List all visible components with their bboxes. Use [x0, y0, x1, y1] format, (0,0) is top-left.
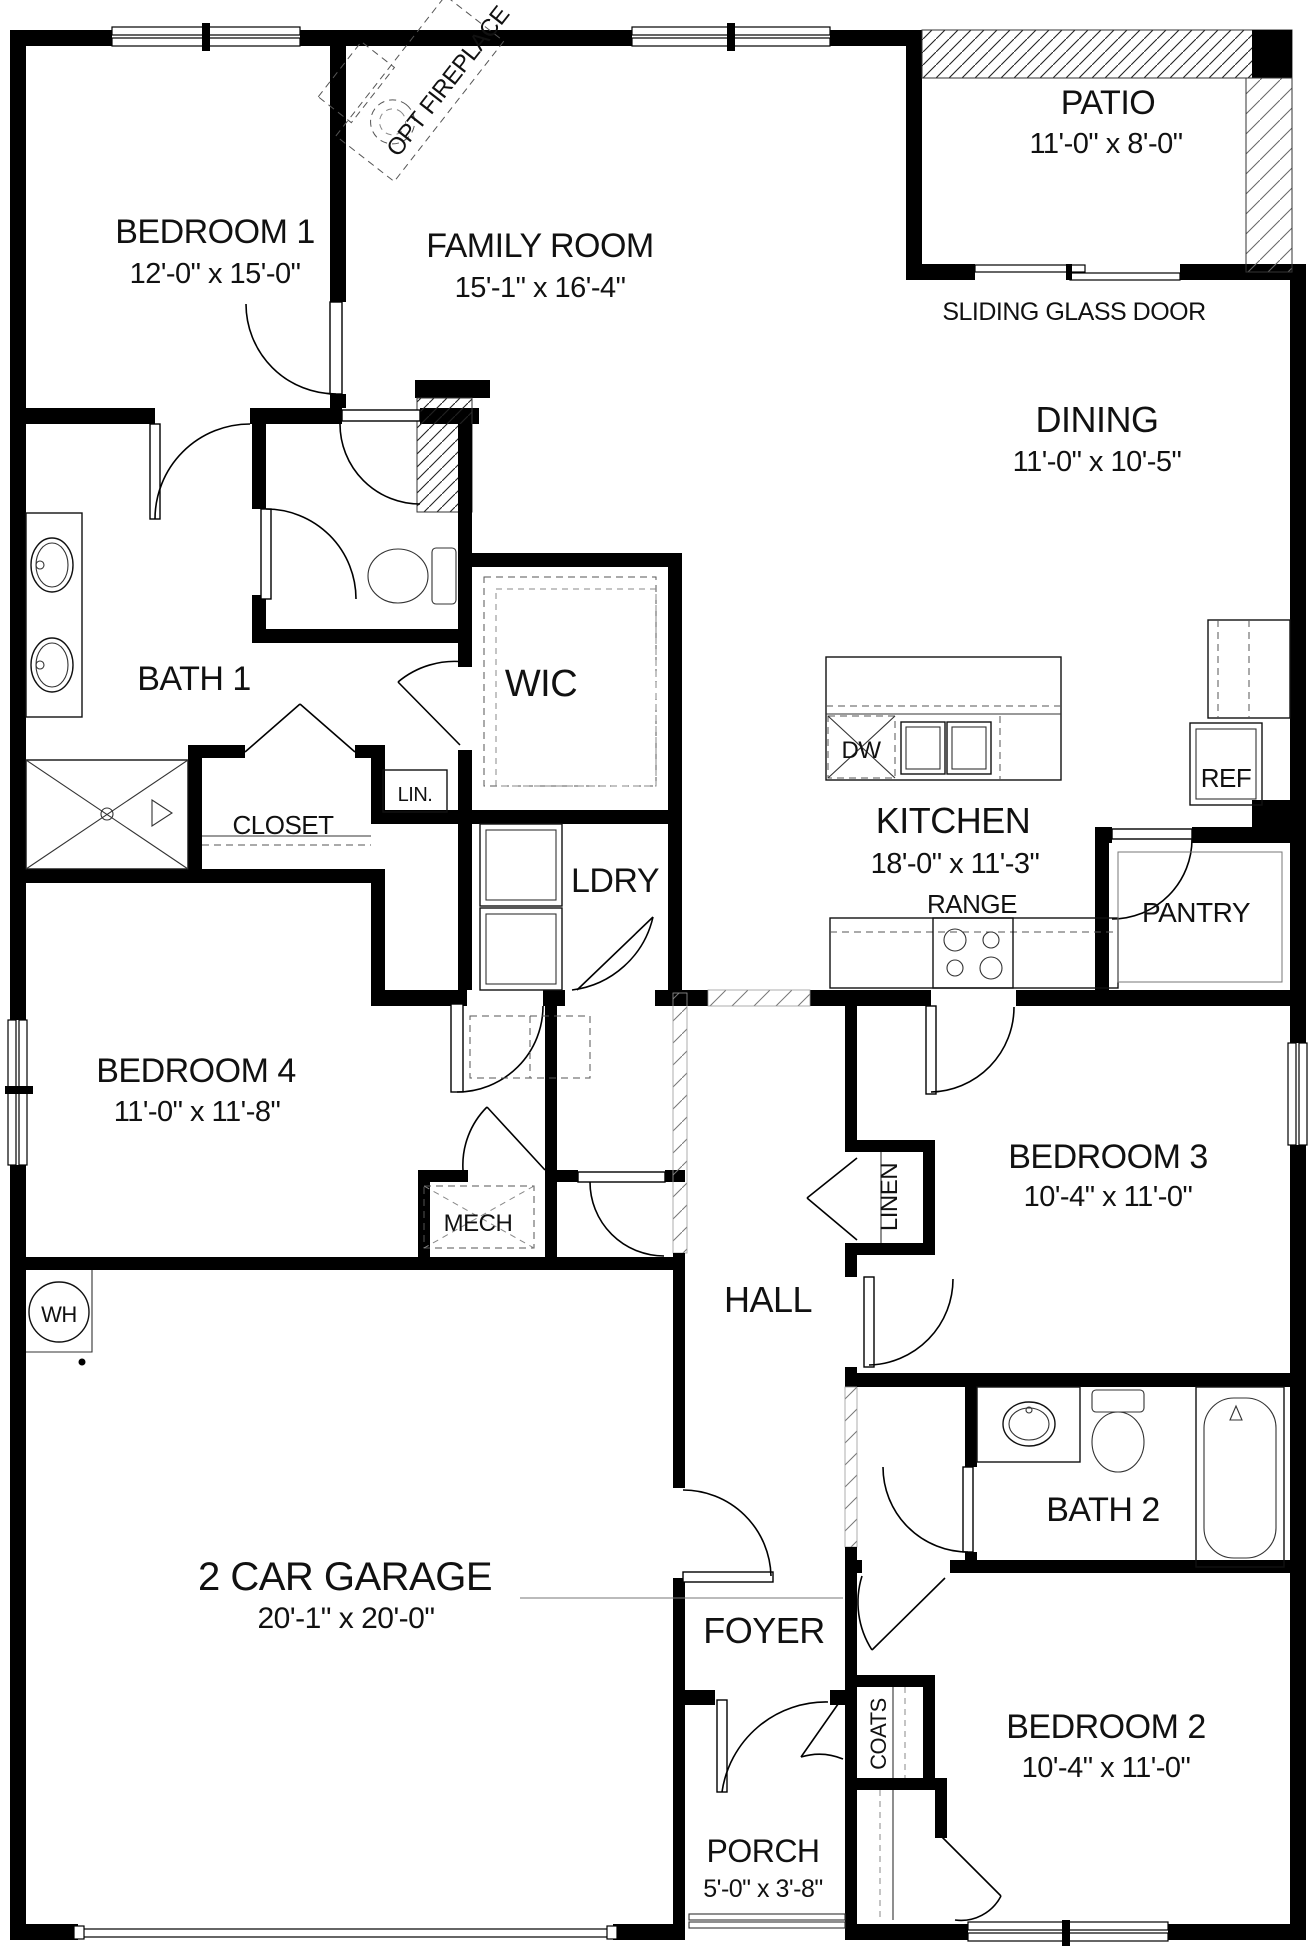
label-mech: MECH: [444, 1210, 513, 1237]
label-foyer: FOYER: [703, 1610, 825, 1651]
bath1-shower: [25, 759, 189, 870]
wic-shelving: [483, 576, 657, 787]
window-bedroom4: [5, 1019, 33, 1166]
window-bedroom1: [111, 23, 301, 51]
bath2-fixtures: [976, 1386, 1285, 1568]
garage-door: [73, 1925, 618, 1940]
label-linen: LINEN: [876, 1163, 903, 1231]
walls: [10, 29, 1306, 1940]
kitchen-island: [825, 656, 1062, 781]
label-opt-fireplace: OPT FIREPLACE: [381, 1, 515, 161]
bath1-vanity: [25, 512, 83, 718]
porch-edge: [688, 1913, 846, 1929]
opt-fireplace-outline: [317, 0, 505, 183]
water-heater: [26, 1270, 93, 1366]
dims-bedroom3: 10'-4" x 11'-0": [1024, 1181, 1193, 1213]
pantry-shelf: [1117, 851, 1283, 983]
label-family-room: FAMILY ROOM: [426, 227, 654, 265]
washer-dryer: [479, 823, 563, 991]
dims-kitchen: 18'-0" x 11'-3": [871, 848, 1040, 880]
dims-family-room: 15'-1" x 16'-4": [455, 272, 626, 304]
label-garage: 2 CAR GARAGE: [198, 1555, 492, 1599]
dims-porch: 5'-0" x 3'-8": [703, 1875, 822, 1903]
label-bedroom4: BEDROOM 4: [96, 1052, 296, 1090]
range-counter: [829, 917, 1119, 989]
label-bedroom3: BEDROOM 3: [1008, 1138, 1208, 1176]
label-patio: PATIO: [1061, 84, 1155, 122]
windows: [5, 23, 1312, 1946]
dims-bedroom4: 11'-0" x 11'-8": [114, 1096, 281, 1128]
label-hall: HALL: [724, 1279, 812, 1320]
dims-dining: 11'-0" x 10'-5": [1013, 446, 1182, 478]
label-kitchen: KITCHEN: [876, 800, 1031, 841]
label-bedroom1: BEDROOM 1: [115, 213, 315, 251]
label-coats: COATS: [866, 1698, 891, 1770]
doors: [149, 301, 1193, 1922]
window-bedroom3: [1286, 1042, 1312, 1146]
label-bath2: BATH 2: [1046, 1491, 1160, 1529]
label-lin: LIN.: [398, 784, 433, 806]
room-labels: BEDROOM 1 12'-0" x 15'-0" FAMILY ROOM 15…: [41, 1, 1252, 1903]
dims-patio: 11'-0" x 8'-0": [1029, 128, 1182, 160]
fixtures: [25, 0, 1291, 1920]
label-bedroom2: BEDROOM 2: [1006, 1708, 1206, 1746]
cased-opening: [707, 989, 811, 1007]
label-dw: DW: [842, 737, 882, 764]
bath1-toilet: [367, 547, 457, 605]
label-wh: WH: [41, 1302, 77, 1327]
sliding-glass-door: [974, 262, 1181, 282]
window-bedroom2: [967, 1920, 1169, 1946]
mech-unit: [423, 1185, 535, 1249]
label-pantry: PANTRY: [1142, 897, 1251, 928]
label-closet: CLOSET: [232, 810, 334, 840]
label-ref: REF: [1201, 763, 1252, 793]
label-range: RANGE: [927, 889, 1017, 919]
label-wic: WIC: [505, 663, 577, 705]
dims-garage: 20'-1" x 20'-0": [257, 1602, 434, 1635]
window-family-room: [631, 23, 831, 51]
label-porch: PORCH: [706, 1833, 819, 1869]
dims-bedroom1: 12'-0" x 15'-0": [130, 258, 301, 290]
ref-counter: [1189, 619, 1291, 806]
dims-bedroom2: 10'-4" x 11'-0": [1022, 1752, 1191, 1784]
label-ldry: LDRY: [571, 862, 659, 900]
label-sliding-door: SLIDING GLASS DOOR: [942, 298, 1205, 326]
linen1-box: [382, 769, 448, 813]
optional-cabinet: [469, 1015, 591, 1079]
label-bath1: BATH 1: [137, 660, 251, 698]
label-dining: DINING: [1036, 399, 1159, 440]
